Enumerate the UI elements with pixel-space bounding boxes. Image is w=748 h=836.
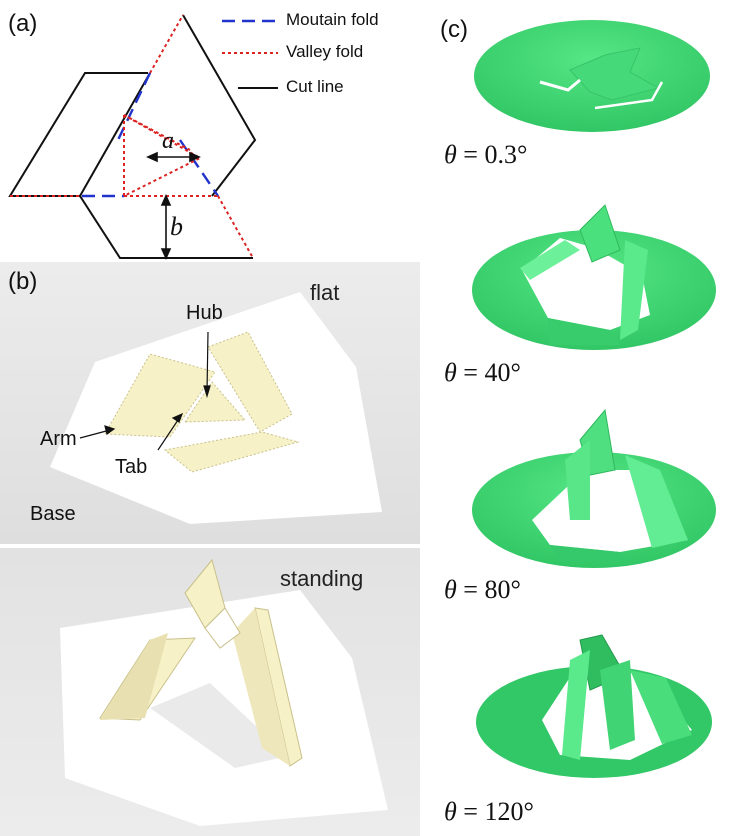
panel-c-label: (c) xyxy=(440,16,468,43)
theta-label-1: θ = 0.3° xyxy=(444,140,528,169)
theta-label-4: θ = 120° xyxy=(444,797,534,826)
standing-arm-right xyxy=(254,607,303,767)
crease-pattern-diagram xyxy=(8,14,278,260)
theta-label-3: θ = 80° xyxy=(444,575,521,604)
cut-lines xyxy=(8,14,257,259)
photo-flat xyxy=(0,262,420,544)
valley-folds xyxy=(10,14,254,259)
dimension-a-label: a xyxy=(162,128,174,154)
photo-standing xyxy=(0,548,420,836)
legend-cut-line: Cut line xyxy=(286,77,344,96)
render-theta-0-3 xyxy=(474,20,710,132)
hub-label: Hub xyxy=(186,302,223,324)
arm-right xyxy=(207,331,293,433)
flat-photo-drawing xyxy=(0,262,420,544)
render-theta-40 xyxy=(472,204,716,350)
render-theta-120 xyxy=(476,634,712,778)
tab-label: Tab xyxy=(115,456,148,478)
dimension-arrows xyxy=(146,151,201,260)
legend-mountain-fold: Moutain fold xyxy=(286,10,379,29)
arm-bottom xyxy=(163,431,300,473)
base-label: Base xyxy=(30,503,76,525)
arm-left xyxy=(104,353,216,438)
render-theta-80 xyxy=(472,408,716,568)
dimension-b-label: b xyxy=(170,212,183,241)
legend-valley-fold: Valley fold xyxy=(286,42,364,61)
simulation-renders xyxy=(472,20,716,778)
theta-label-2: θ = 40° xyxy=(444,358,521,387)
standing-photo-drawing xyxy=(0,548,420,836)
hub xyxy=(184,381,247,423)
flat-label: flat xyxy=(310,280,340,305)
panel-b-label: (b) xyxy=(8,268,38,295)
panel-a-label: (a) xyxy=(8,10,38,37)
standing-label: standing xyxy=(280,566,364,591)
arm-label: Arm xyxy=(40,428,77,450)
mountain-folds xyxy=(82,72,219,198)
